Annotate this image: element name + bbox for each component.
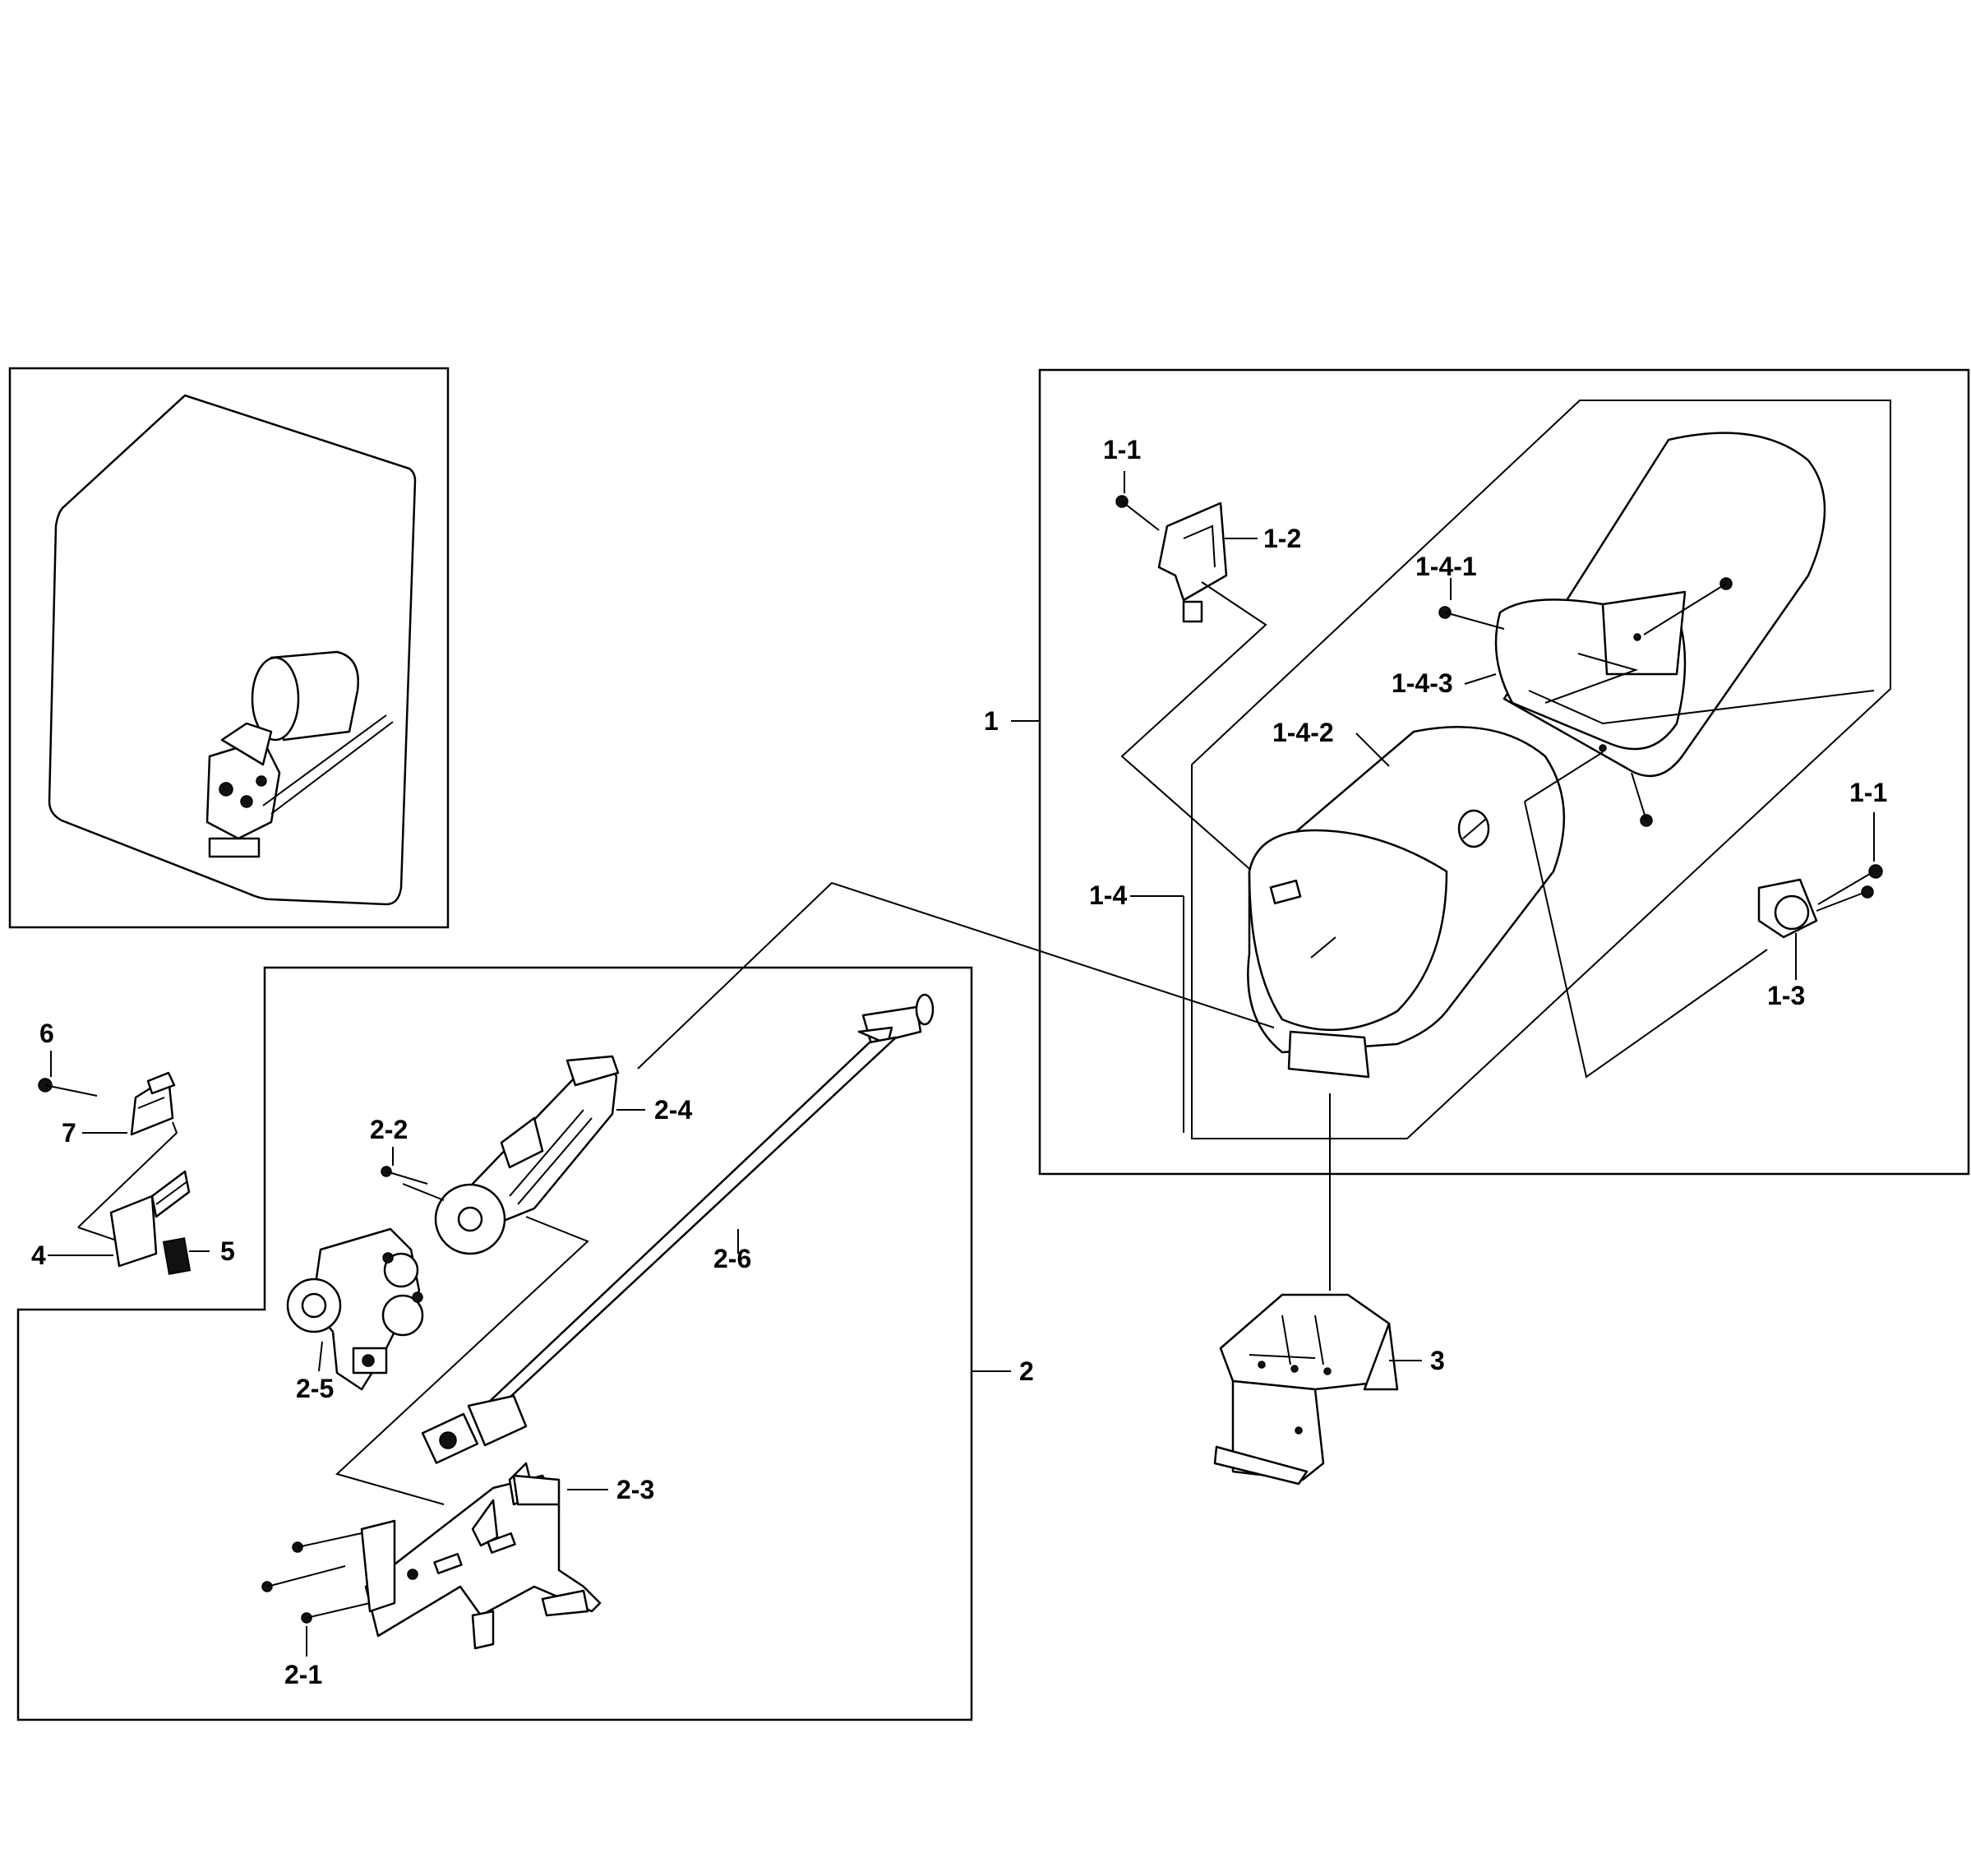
clip-7-icon [130,1071,176,1136]
bracket-1-3-icon [1757,864,1883,939]
mounting-bracket-icon [360,1462,602,1650]
igniter-icon [434,1055,620,1255]
label-1-4: 1-4 [1089,880,1127,910]
panel-2-valve-group [16,966,973,1721]
screw-icon [261,1565,346,1592]
burner-housing-drum-icon [1247,726,1566,1079]
label-1: 1 [984,706,999,736]
small-parts-group [38,1071,192,1275]
label-2-4: 2-4 [654,1095,692,1125]
callout-leaders [48,471,1875,1657]
screw-icon [381,1166,428,1185]
label-1-4-3: 1-4-3 [1392,668,1453,698]
label-1-4-1: 1-4-1 [1415,552,1477,581]
screw-icon [292,1532,362,1553]
sensor-4-icon [109,1170,191,1268]
label-1-3: 1-3 [1767,981,1805,1010]
inset-overview-panel [8,367,450,929]
label-4: 4 [31,1241,46,1270]
label-1-2: 1-2 [1263,524,1301,553]
label-2-1: 2-1 [284,1660,322,1689]
panel-1-housing-group [637,368,1970,1291]
burner-assembly-overview-icon [205,650,394,858]
label-1-4-2: 1-4-2 [1272,718,1334,747]
label-2-3: 2-3 [616,1475,654,1504]
burner-housing-drum-icon [1494,432,1826,778]
label-7: 7 [62,1118,76,1148]
label-2-2: 2-2 [370,1115,408,1144]
label-3: 3 [1430,1346,1445,1375]
bracket-1-2-icon [1157,501,1228,623]
label-2: 2 [1019,1356,1034,1386]
label-1-1-right: 1-1 [1849,778,1887,807]
label-2-6: 2-6 [713,1244,751,1273]
screw-icon [301,1602,371,1624]
gas-valve-icon [286,1227,424,1391]
label-6: 6 [39,1019,54,1048]
screw-icon [1115,495,1160,531]
screw-icon [1438,606,1505,630]
screw-icon [38,1078,98,1097]
screw-icon [1643,577,1733,635]
mounting-bracket-icon [1213,1293,1399,1486]
label-2-5: 2-5 [296,1374,334,1403]
burner-tube-icon [421,993,935,1464]
connector-5-icon [162,1237,192,1275]
label-1-1-top: 1-1 [1103,435,1141,464]
label-5: 5 [220,1236,235,1266]
callout-labels: 1-1 1-2 1-4-1 1-4-3 1 1-4-2 1-1 1-4 1-3 … [31,435,1887,1689]
screw-icon [1631,772,1653,827]
